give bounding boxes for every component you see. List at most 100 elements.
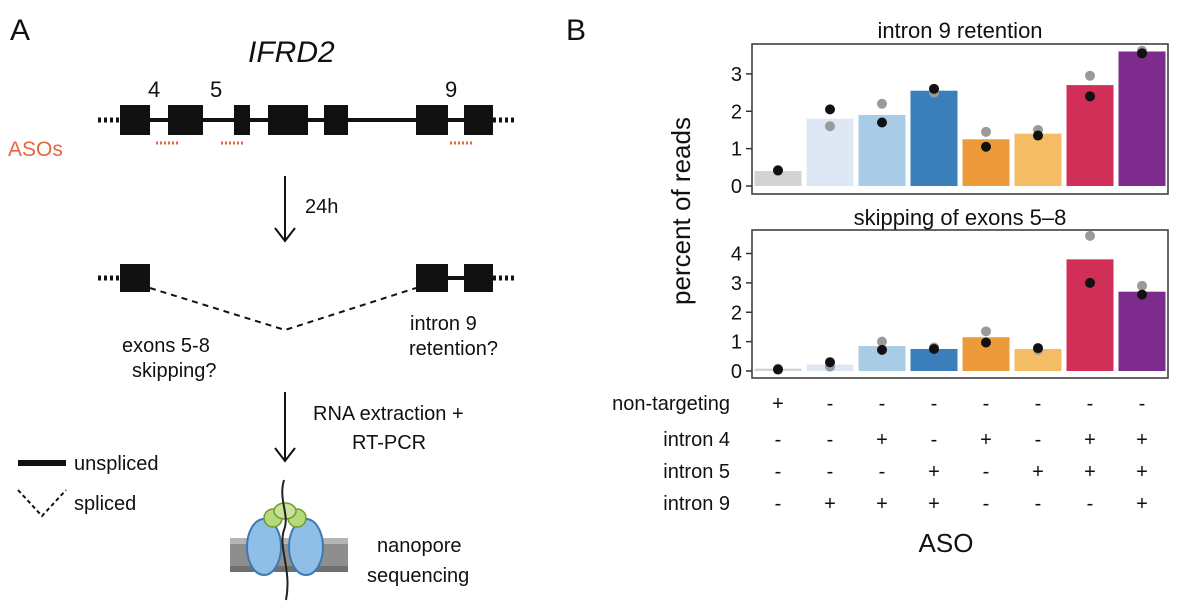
- exon-block: [464, 264, 493, 292]
- design-mark: +: [876, 493, 888, 515]
- exon-block: [464, 105, 493, 135]
- y-tick-label: 3: [731, 273, 742, 295]
- y-tick-label: 3: [731, 64, 742, 86]
- panel-title: intron 9 retention: [877, 18, 1042, 43]
- gene-name: IFRD2: [248, 36, 335, 69]
- replicate-point-black: [825, 104, 835, 115]
- replicate-point-gray: [877, 336, 887, 347]
- legend-spliced-label: spliced: [74, 493, 136, 515]
- design-mark: -: [1035, 429, 1042, 451]
- design-mark: -: [879, 393, 886, 415]
- y-tick-label: 1: [731, 332, 742, 354]
- panel-frame: [751, 229, 1169, 379]
- skip-label-line2: skipping?: [132, 360, 217, 382]
- exon-block: [416, 264, 448, 292]
- replicate-point-black: [877, 344, 887, 355]
- legend-spliced-swatch: [17, 489, 67, 518]
- replicate-point-black: [929, 343, 939, 354]
- bar: [1118, 291, 1166, 371]
- design-mark: -: [1087, 393, 1094, 415]
- design-row-label: intron 5: [663, 461, 730, 483]
- step2-line1: RNA extraction +: [313, 403, 464, 425]
- design-mark: -: [1035, 393, 1042, 415]
- design-mark: +: [1084, 461, 1096, 483]
- replicate-point-black: [981, 141, 991, 152]
- design-mark: -: [775, 461, 782, 483]
- exon-block: [120, 105, 150, 135]
- replicate-point-gray: [1085, 70, 1095, 81]
- nanopore-icon: [230, 479, 348, 601]
- panel-b-letter: B: [566, 14, 586, 47]
- design-mark: +: [1136, 461, 1148, 483]
- replicate-point-black: [1033, 130, 1043, 141]
- bar: [1066, 85, 1114, 186]
- design-mark: +: [928, 461, 940, 483]
- design-mark: -: [931, 429, 938, 451]
- y-tick-label: 2: [731, 302, 742, 324]
- replicate-point-gray: [1085, 230, 1095, 241]
- exon-block: [416, 105, 448, 135]
- y-tick-label: 2: [731, 101, 742, 123]
- step2-line2: RT-PCR: [352, 432, 426, 454]
- replicate-point-black: [773, 165, 783, 176]
- y-tick-label: 1: [731, 139, 742, 161]
- bar: [910, 90, 958, 186]
- bar: [754, 171, 802, 186]
- retention-label-line2: retention?: [409, 338, 498, 360]
- exon-number-5: 5: [210, 77, 222, 102]
- panel-frame: [751, 43, 1169, 195]
- x-axis-label: ASO: [919, 528, 974, 558]
- design-row-label: intron 9: [663, 493, 730, 515]
- exon-block: [120, 264, 150, 292]
- design-mark: -: [1139, 393, 1146, 415]
- panel-a-letter: A: [10, 14, 30, 47]
- bar: [910, 348, 958, 371]
- y-tick-label: 0: [731, 176, 742, 198]
- design-mark: -: [983, 493, 990, 515]
- legend-unspliced-label: unspliced: [74, 453, 159, 475]
- skip-label-line1: exons 5-8: [122, 335, 210, 357]
- replicate-point-black: [929, 83, 939, 94]
- exon-number-4: 4: [148, 77, 160, 102]
- replicate-point-black: [1085, 277, 1095, 288]
- replicate-point-black: [1137, 48, 1147, 59]
- replicate-point-black: [981, 337, 991, 348]
- splice-junction: [149, 287, 417, 332]
- design-mark: -: [983, 461, 990, 483]
- asos-label: ASOs: [8, 138, 63, 161]
- bar: [1118, 51, 1166, 187]
- replicate-point-gray: [1137, 280, 1147, 291]
- replicate-point-gray: [877, 98, 887, 109]
- y-axis-label: percent of reads: [666, 117, 696, 305]
- arrow-down-1: [274, 176, 296, 243]
- replicate-point-gray: [981, 326, 991, 337]
- design-mark: +: [772, 393, 784, 415]
- exon-block: [268, 105, 308, 135]
- design-mark: -: [983, 393, 990, 415]
- time-label: 24h: [305, 196, 338, 218]
- design-mark: -: [827, 461, 834, 483]
- y-tick-label: 0: [731, 361, 742, 383]
- design-mark: +: [1136, 429, 1148, 451]
- design-mark: -: [879, 461, 886, 483]
- arrow-down-2: [274, 392, 296, 463]
- bar: [1014, 348, 1062, 371]
- design-mark: +: [1032, 461, 1044, 483]
- design-row-label: intron 4: [663, 429, 730, 451]
- design-mark: +: [824, 493, 836, 515]
- replicate-point-gray: [981, 126, 991, 137]
- exon-number-9: 9: [445, 77, 457, 102]
- design-mark: +: [980, 429, 992, 451]
- unspliced-gene-model: [98, 105, 515, 135]
- spliced-gene-model: [98, 264, 515, 332]
- replicate-point-black: [1085, 91, 1095, 102]
- replicate-point-gray: [825, 121, 835, 132]
- bar: [1014, 133, 1062, 186]
- bar: [1066, 259, 1114, 371]
- design-mark: -: [1035, 493, 1042, 515]
- design-mark: +: [1136, 493, 1148, 515]
- seq-label-line1: nanopore: [377, 535, 462, 557]
- design-mark: -: [827, 393, 834, 415]
